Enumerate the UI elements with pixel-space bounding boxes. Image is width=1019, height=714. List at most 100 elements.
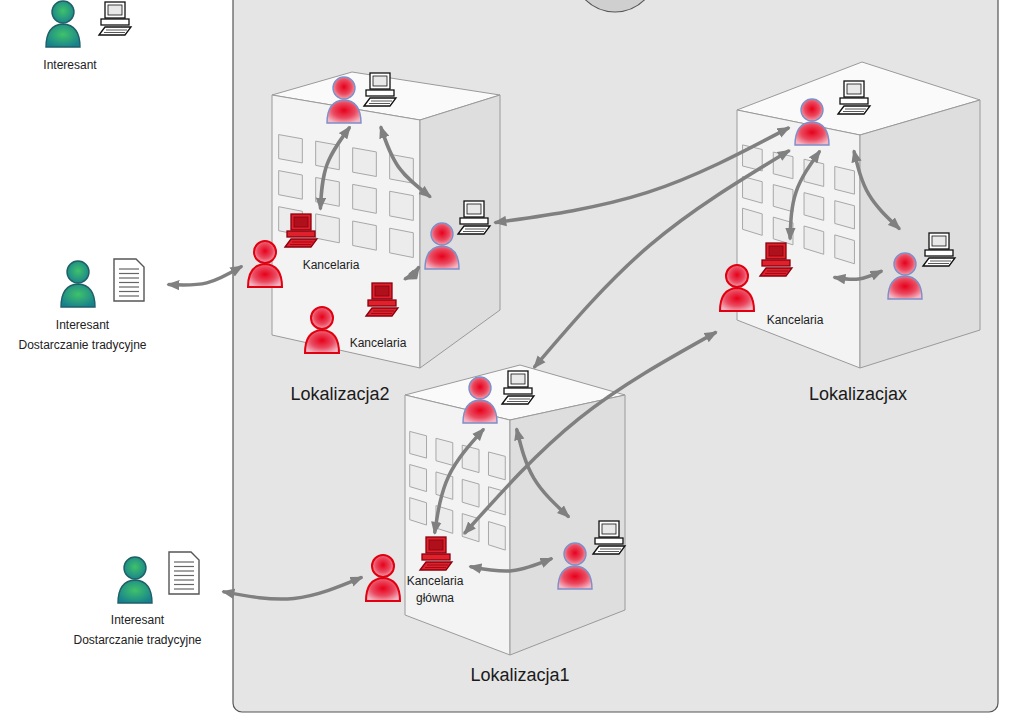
person-head bbox=[469, 377, 491, 399]
person-head bbox=[372, 555, 394, 577]
window bbox=[462, 479, 479, 507]
staff-person-icon bbox=[245, 238, 285, 288]
document-line bbox=[119, 291, 139, 292]
keyboard bbox=[502, 396, 534, 404]
staff-actor bbox=[420, 198, 494, 272]
document-sheet bbox=[114, 259, 144, 301]
system-unit bbox=[762, 260, 790, 266]
person-body bbox=[118, 580, 152, 603]
flow-arrow bbox=[381, 128, 430, 197]
office-computer-icon bbox=[283, 213, 319, 249]
flow-arrow bbox=[517, 430, 568, 517]
system-unit bbox=[422, 554, 450, 560]
person-body bbox=[720, 288, 754, 311]
keyboard-keys bbox=[928, 261, 951, 264]
window bbox=[773, 185, 793, 212]
window bbox=[835, 235, 855, 264]
system-unit bbox=[595, 538, 623, 544]
person-body bbox=[46, 24, 80, 47]
screen bbox=[847, 84, 861, 94]
screen bbox=[373, 76, 387, 86]
screen bbox=[294, 217, 308, 227]
keyboard-keys bbox=[104, 30, 127, 33]
staff-actor bbox=[458, 368, 538, 428]
staff-person-icon bbox=[792, 96, 832, 146]
window bbox=[316, 214, 340, 243]
office-actor: Kancelaria bbox=[243, 210, 367, 292]
window bbox=[279, 135, 303, 163]
location-name: Lokalizacja2 bbox=[270, 381, 410, 407]
staff-actor bbox=[883, 230, 959, 302]
monitor bbox=[766, 243, 786, 259]
monitor bbox=[370, 73, 390, 89]
computer-icon bbox=[456, 200, 492, 236]
keyboard bbox=[99, 27, 131, 35]
top-circle bbox=[573, 0, 657, 12]
window bbox=[835, 166, 855, 194]
office-label: Kancelaria główna bbox=[403, 573, 467, 608]
person-head bbox=[52, 1, 74, 23]
document-line bbox=[174, 588, 194, 589]
paper-document-icon bbox=[167, 550, 201, 596]
window bbox=[773, 217, 793, 245]
window bbox=[804, 159, 824, 186]
location-name: Lokalizacjax bbox=[788, 381, 928, 407]
person-body bbox=[305, 330, 339, 353]
window bbox=[316, 141, 340, 170]
client-person-icon bbox=[115, 554, 155, 604]
window bbox=[462, 514, 479, 542]
person-body bbox=[558, 566, 592, 589]
person-head bbox=[894, 253, 916, 275]
staff-person-icon bbox=[717, 262, 757, 312]
keyboard-keys bbox=[290, 242, 313, 245]
staff-person-icon bbox=[555, 540, 595, 590]
office-computer-icon bbox=[418, 536, 454, 572]
flow-arrow bbox=[224, 578, 361, 599]
keyboard-keys bbox=[369, 101, 392, 104]
staff-actor bbox=[322, 70, 398, 126]
office-computer-icon bbox=[758, 242, 794, 278]
keyboard bbox=[285, 239, 317, 247]
monitor bbox=[426, 537, 446, 553]
keyboard-keys bbox=[507, 399, 530, 402]
document-line bbox=[119, 268, 139, 269]
monitor bbox=[291, 214, 311, 230]
window bbox=[353, 184, 377, 213]
person-head bbox=[67, 261, 89, 283]
building-side bbox=[420, 95, 500, 368]
staff-person-icon bbox=[885, 250, 925, 300]
computer-icon bbox=[362, 72, 398, 108]
document-line bbox=[119, 286, 139, 287]
office-label: Kancelaria bbox=[760, 312, 830, 329]
office-computer-icon bbox=[364, 282, 400, 318]
window bbox=[488, 522, 505, 551]
office-actor: Kancelaria bbox=[715, 240, 833, 331]
keyboard-keys bbox=[843, 109, 866, 112]
location-building: Lokalizacja1Kancelaria główna bbox=[395, 360, 635, 700]
system-unit bbox=[460, 218, 488, 224]
monitor bbox=[599, 521, 619, 537]
monitor bbox=[508, 371, 528, 387]
window bbox=[436, 438, 453, 465]
window bbox=[436, 472, 453, 499]
person-body bbox=[366, 578, 400, 601]
keyboard bbox=[420, 562, 452, 570]
staff-person-icon bbox=[302, 304, 342, 354]
computer-icon bbox=[836, 80, 872, 116]
document-line bbox=[174, 575, 194, 576]
keyboard-keys bbox=[598, 549, 621, 552]
person-body bbox=[61, 284, 95, 307]
person-head bbox=[801, 99, 823, 121]
keyboard-keys bbox=[425, 565, 448, 568]
person-head bbox=[311, 307, 333, 329]
building bbox=[272, 72, 500, 368]
organisation-panel bbox=[233, 0, 998, 712]
monitor bbox=[844, 81, 864, 97]
person-body bbox=[425, 246, 459, 269]
system-unit bbox=[925, 250, 953, 256]
monitor bbox=[929, 233, 949, 249]
flow-arrow bbox=[835, 271, 881, 279]
office-actor: Kancelaria główna bbox=[363, 534, 469, 610]
person-head bbox=[431, 223, 453, 245]
